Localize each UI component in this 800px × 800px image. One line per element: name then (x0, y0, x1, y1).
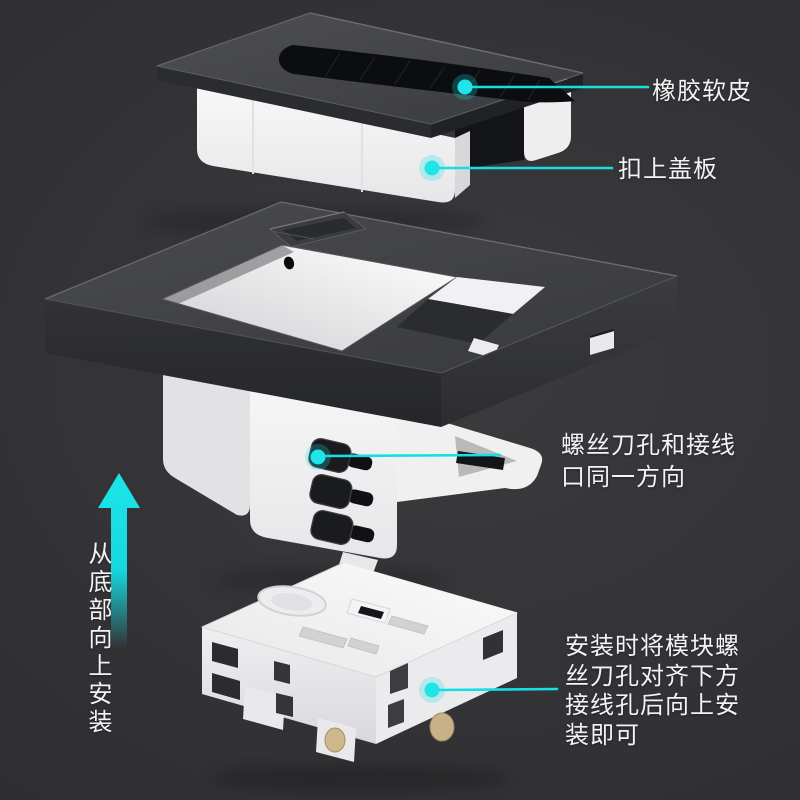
socket-front-slot (276, 693, 293, 717)
label-install-line-2: 丝刀孔对齐下方 (565, 662, 740, 690)
terminal-clamp (309, 474, 374, 509)
frame-edge (440, 275, 678, 374)
callout-line (436, 687, 559, 692)
label-install-line-1: 安装时将模块螺 (565, 633, 740, 660)
inner-box-hole (283, 256, 295, 270)
label-screw-hole-direction: 螺丝刀孔和接线 口同一方向 (561, 430, 736, 494)
label-install-line-3: 接线孔后向上安 (565, 692, 740, 719)
socket-left-hole (212, 642, 238, 668)
brass-terminal (429, 712, 455, 742)
install-direction-arrow (98, 473, 140, 648)
label-install-instructions: 安装时将模块螺 丝刀孔对齐下方 接线孔后向上安 装即可 (565, 632, 740, 750)
plate-edge-highlight (309, 12, 584, 74)
socket-right-slot (390, 663, 408, 694)
label-install-from-bottom: 从底部向上安装 (84, 541, 111, 737)
label-install-line-4: 装即可 (565, 721, 640, 749)
top-cover-assembly (156, 12, 584, 203)
callouts (305, 74, 650, 703)
socket-right-face (376, 613, 517, 744)
label-screw-line-1: 螺丝刀孔和接线 (561, 432, 736, 459)
frame-edge (44, 298, 442, 374)
callout-dot-icon (419, 677, 445, 703)
callout-dot-icon (452, 74, 478, 100)
socket-edge-highlight (342, 562, 518, 614)
socket-slots (298, 598, 429, 655)
rubber-ribs (324, 52, 541, 101)
plate-edge-highlight (156, 12, 311, 67)
socket-right-hole (483, 630, 503, 660)
frame-front-right-face (441, 276, 677, 427)
screw-recess (257, 585, 327, 617)
socket-front-slot (274, 661, 290, 684)
callout-line (322, 453, 502, 458)
socket-module (201, 552, 518, 762)
frame-edge-highlight (44, 201, 282, 300)
up-arrow-icon (98, 473, 140, 648)
socket-right-slot (388, 699, 404, 728)
frame-assembly (44, 201, 678, 559)
terminal-clamp (310, 510, 375, 545)
callout-dot-icon (419, 155, 445, 181)
brass-terminal (324, 727, 346, 753)
cover-box-side (455, 131, 470, 198)
channel-white-shelf (428, 277, 545, 314)
frame-front-left-face (45, 299, 441, 427)
label-screw-line-2: 口同一方向 (561, 464, 686, 491)
socket-foot (243, 686, 285, 730)
channel-dark-floor (397, 299, 513, 344)
cover-plate-front-edge (157, 66, 431, 138)
callout-dot-icon (305, 444, 331, 470)
label-snap-cover-plate: 扣上盖板 (618, 156, 718, 183)
label-rubber-cover: 橡胶软皮 (652, 78, 752, 105)
cover-box (197, 82, 455, 203)
socket-left-face (202, 627, 376, 744)
cable-flap (268, 211, 368, 248)
socket-left-hole (212, 673, 240, 700)
inner-left-bevel (162, 245, 294, 304)
side-notch-lip (589, 329, 615, 338)
